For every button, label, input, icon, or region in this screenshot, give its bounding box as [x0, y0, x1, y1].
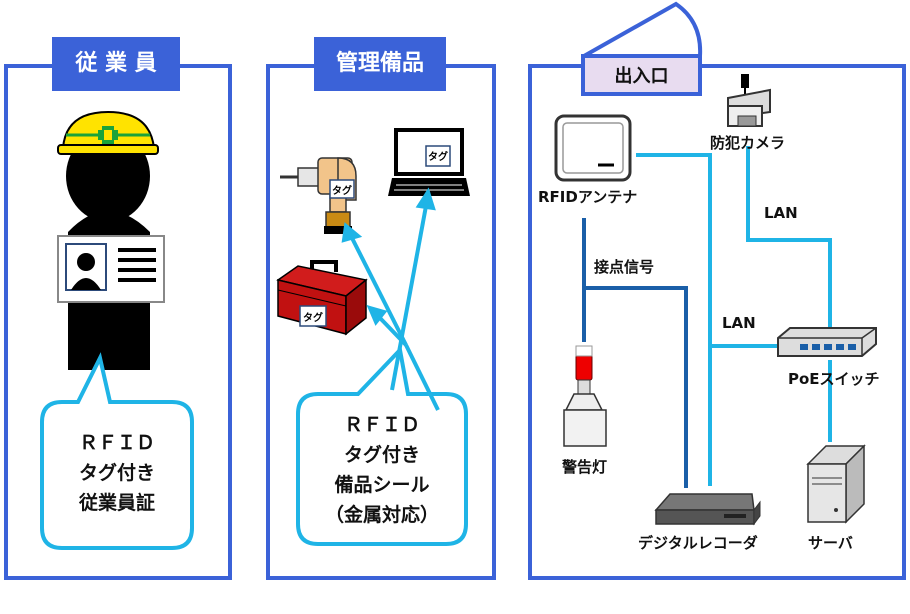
digital-recorder-icon — [654, 493, 761, 526]
employee-id-card-icon — [57, 235, 165, 303]
employee-bubble-line-3: 従業員証 — [78, 492, 155, 514]
toolbox-icon — [276, 260, 368, 336]
equipment-bubble-line-3: 備品シール — [334, 474, 430, 496]
equipment-bubble-text: ＲＦＩＤ タグ付き 備品シール （金属対応） — [300, 410, 464, 530]
server-icon — [806, 444, 866, 524]
poe-switch-icon — [777, 327, 877, 357]
rfid-antenna-label: RFIDアンテナ — [538, 188, 638, 206]
entrance-roof-icon — [583, 1, 703, 58]
lan-camera-label: LAN — [764, 204, 798, 222]
warning-light-label: 警告灯 — [562, 458, 608, 476]
drill-tag-label: タグ — [332, 184, 352, 197]
equipment-title: 管理備品 — [314, 37, 446, 91]
lan-recorder-label: LAN — [722, 314, 756, 332]
equipment-bubble — [296, 345, 468, 546]
employee-bubble-line-1: ＲＦＩＤ — [78, 432, 155, 454]
equipment-bubble-line-2: タグ付き — [343, 444, 420, 466]
connection-lines — [582, 146, 832, 488]
warning-light-icon — [563, 345, 607, 447]
rfid-antenna-icon — [554, 114, 632, 182]
equipment-bubble-line-4: （金属対応） — [324, 504, 439, 526]
entrance-title-box — [581, 54, 702, 96]
poe-switch-label: PoEスイッチ — [788, 370, 880, 388]
server-label: サーバ — [808, 534, 853, 552]
laptop-tag-label: タグ — [428, 150, 448, 163]
equipment-bubble-line-1: ＲＦＩＤ — [343, 414, 420, 436]
employee-bubble — [40, 352, 194, 550]
contact-signal-label: 接点信号 — [594, 258, 655, 276]
employee-title: 従 業 員 — [52, 37, 180, 91]
recorder-label: デジタルレコーダ — [638, 534, 758, 552]
camera-label: 防犯カメラ — [710, 134, 786, 152]
laptop-icon — [388, 128, 470, 196]
tag-arrows — [341, 187, 440, 411]
employee-bubble-text: ＲＦＩＤ タグ付き 従業員証 — [44, 428, 190, 518]
entrance-title: 出入口 — [614, 66, 669, 87]
toolbox-tag-label: タグ — [303, 311, 323, 324]
employee-bubble-line-2: タグ付き — [78, 462, 155, 484]
security-camera-icon — [727, 74, 771, 127]
